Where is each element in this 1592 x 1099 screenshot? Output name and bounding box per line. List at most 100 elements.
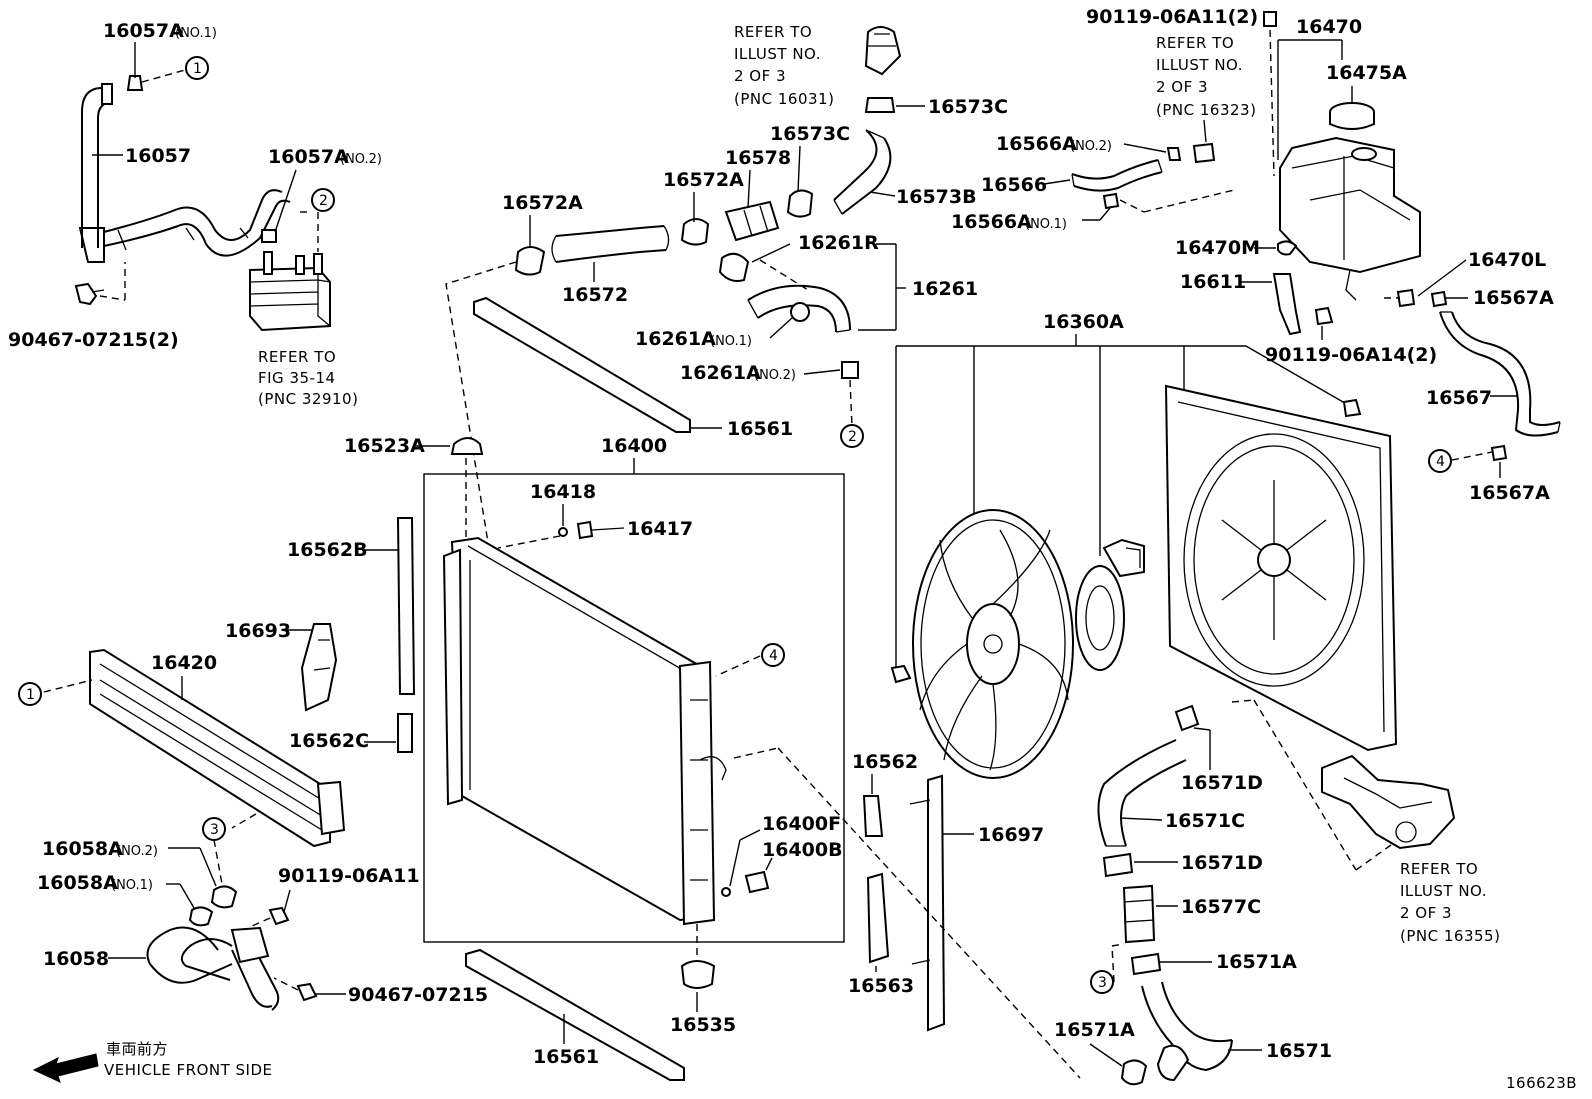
label-16261A-no2: 16261A bbox=[680, 362, 761, 384]
marker-1-lower-icon: 1 bbox=[18, 682, 42, 706]
reservoir-cap-16475A-icon bbox=[1329, 102, 1375, 130]
clamp-16057A-no2-icon bbox=[261, 229, 277, 243]
label-16561-top: 16561 bbox=[727, 418, 793, 440]
label-16572A-right: 16572A bbox=[663, 169, 744, 191]
label-16697: 16697 bbox=[978, 824, 1044, 846]
mount-16535-icon bbox=[680, 960, 716, 989]
front-side-en: VEHICLE FRONT SIDE bbox=[104, 1061, 273, 1079]
label-16475A: 16475A bbox=[1326, 62, 1407, 84]
refer-inlet-2: ILLUST NO. bbox=[1400, 882, 1487, 900]
refer-thermostat-3: 2 OF 3 bbox=[734, 67, 786, 85]
label-16523A: 16523A bbox=[344, 435, 425, 457]
radiator-core-icon bbox=[442, 536, 727, 926]
hose-end-16323-icon bbox=[1192, 142, 1216, 164]
marker-3-left-text: 3 bbox=[210, 822, 219, 838]
clamp-16058A-no1-icon bbox=[188, 906, 214, 927]
label-16058: 16058 bbox=[43, 948, 109, 970]
clamp-16261A-no2-icon bbox=[841, 361, 859, 379]
marker-1-upper-text: 1 bbox=[193, 61, 202, 77]
note-16058A-no1: (NO.1) bbox=[111, 878, 153, 893]
refer-inlet-4: (PNC 16355) bbox=[1400, 927, 1500, 945]
marker-3-left-icon: 3 bbox=[202, 817, 226, 841]
label-90119-06A14-2: 90119-06A14(2) bbox=[1265, 344, 1437, 366]
label-90467-07215-2: 90467-07215(2) bbox=[8, 329, 179, 351]
seal-16562B-icon bbox=[396, 517, 416, 695]
clamp-16571A-left-icon bbox=[1120, 1059, 1148, 1086]
drain-plug-16417-icon bbox=[576, 520, 625, 540]
refer-reservoir-1: REFER TO bbox=[1156, 34, 1234, 52]
cap-16523A-icon bbox=[450, 437, 484, 455]
bracket-16697-icon bbox=[909, 774, 946, 1032]
label-16571D-top: 16571D bbox=[1181, 772, 1263, 794]
front-side-jp: 車両前方 bbox=[106, 1040, 168, 1058]
refer-oil-cooler-2: FIG 35-14 bbox=[258, 369, 336, 387]
label-16563: 16563 bbox=[848, 975, 914, 997]
label-16261R: 16261R bbox=[798, 232, 879, 254]
refer-reservoir-4: (PNC 16323) bbox=[1156, 101, 1256, 119]
refer-oil-cooler-3: (PNC 32910) bbox=[258, 390, 358, 408]
hose-16573B-icon bbox=[833, 129, 892, 215]
refer-oil-cooler-1: REFER TO bbox=[258, 348, 336, 366]
marker-2-upper-text: 2 bbox=[319, 193, 328, 209]
hose-16572-icon bbox=[551, 225, 670, 263]
label-16261: 16261 bbox=[912, 278, 978, 300]
label-16571: 16571 bbox=[1266, 1040, 1332, 1062]
note-16261A-no1: (NO.1) bbox=[710, 334, 752, 349]
note-16057A-no1: (NO.1) bbox=[175, 26, 217, 41]
marker-1-upper-icon: 1 bbox=[185, 56, 209, 80]
label-16470M: 16470M bbox=[1175, 237, 1260, 259]
bolt-shroud-top-icon bbox=[1342, 398, 1362, 418]
label-16566: 16566 bbox=[981, 174, 1047, 196]
label-16566A-no2: 16566A bbox=[996, 133, 1077, 155]
hose-16571-icon bbox=[1141, 981, 1233, 1082]
arrow-left-icon bbox=[32, 1053, 99, 1083]
label-16417: 16417 bbox=[627, 518, 693, 540]
label-16562B: 16562B bbox=[287, 539, 368, 561]
label-16573B: 16573B bbox=[896, 186, 977, 208]
marker-3-right-text: 3 bbox=[1098, 975, 1107, 991]
bracket-16611-icon bbox=[1272, 273, 1302, 336]
clamp-16571D-bottom-icon bbox=[1102, 852, 1134, 878]
label-16567: 16567 bbox=[1426, 387, 1492, 409]
note-16058A-no2: (NO.2) bbox=[116, 844, 158, 859]
reservoir-tank-16470-icon bbox=[1279, 136, 1421, 301]
label-16470: 16470 bbox=[1296, 16, 1362, 38]
seal-16561-bottom-icon bbox=[465, 948, 685, 1081]
refer-inlet-1: REFER TO bbox=[1400, 860, 1478, 878]
bolt-90467-2-icon bbox=[74, 282, 105, 306]
hose-16261-icon bbox=[747, 284, 851, 333]
label-16261A-no1: 16261A bbox=[635, 328, 716, 350]
label-16561-bottom: 16561 bbox=[533, 1046, 599, 1068]
label-16470L: 16470L bbox=[1468, 249, 1546, 271]
label-16577C: 16577C bbox=[1181, 896, 1261, 918]
label-90119-06A11: 90119-06A11 bbox=[278, 865, 420, 887]
label-16562: 16562 bbox=[852, 751, 918, 773]
refer-reservoir-3: 2 OF 3 bbox=[1156, 78, 1208, 96]
connector-16578-icon bbox=[724, 200, 780, 242]
clamp-16057A-no1-icon bbox=[126, 75, 144, 91]
bolt-90119-06A11-icon bbox=[251, 906, 290, 927]
clamp-16261A-no1-icon bbox=[790, 302, 810, 322]
seal-16562-icon bbox=[862, 795, 884, 837]
hose-16058-icon bbox=[146, 926, 280, 1011]
marker-4-center-icon: 4 bbox=[761, 643, 785, 667]
clamp-16571D-top-icon bbox=[1174, 704, 1200, 732]
bracket-16693-icon bbox=[300, 623, 338, 712]
fan-motor-icon bbox=[1075, 538, 1145, 671]
label-16571A-right: 16571A bbox=[1216, 951, 1297, 973]
clamp-16571A-right-icon bbox=[1130, 952, 1162, 976]
hose-16566-icon bbox=[1071, 159, 1163, 192]
bolt-90119-06A11-2-icon bbox=[1263, 11, 1277, 27]
drain-oring-16418-icon bbox=[558, 527, 568, 537]
note-16566A-no2: (NO.2) bbox=[1070, 139, 1112, 154]
thermostat-housing-icon bbox=[864, 26, 902, 76]
seal-16563-icon bbox=[866, 872, 890, 964]
condenser-16420-icon bbox=[89, 648, 346, 848]
clamp-16566A-no1-icon bbox=[1102, 192, 1120, 210]
fan-shroud-icon bbox=[1164, 384, 1398, 752]
marker-2-lower-text: 2 bbox=[848, 429, 857, 445]
label-16693: 16693 bbox=[225, 620, 291, 642]
marker-4-center-text: 4 bbox=[769, 648, 778, 664]
label-16572: 16572 bbox=[562, 284, 628, 306]
